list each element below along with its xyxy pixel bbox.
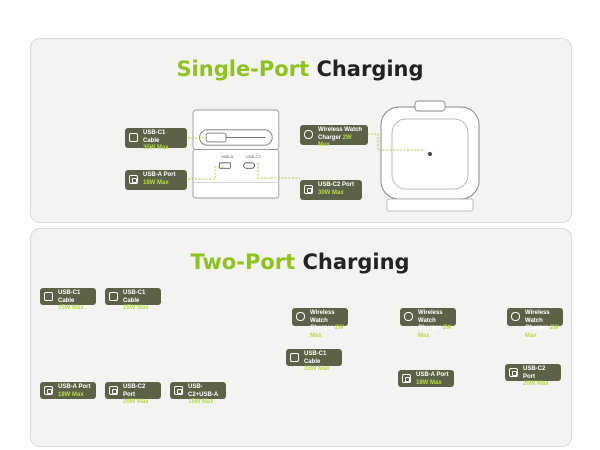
label-usb-c2-port: USB-C2 Port 30W Max — [300, 180, 362, 200]
label-usb-c2-port-3: USB-C2 Port 20W Max — [505, 364, 561, 387]
port-label-usba: USB-A — [221, 154, 234, 159]
single-port-title-dark: Charging — [316, 57, 424, 81]
single-cube — [192, 109, 280, 199]
two-port-title: Two-Port Charging — [0, 250, 600, 274]
usb-port-icon — [174, 385, 183, 395]
label-c1-cable-a: USB-C1 Cable 15W Max — [40, 288, 96, 311]
usb-port-icon — [109, 385, 118, 395]
usb-port-icon — [402, 373, 411, 383]
watch-icon — [404, 312, 413, 321]
usb-port-icon — [44, 385, 53, 395]
usb-port-icon — [304, 185, 313, 194]
single-port-title: Single-Port Charging — [0, 57, 600, 81]
label-usb-a-port-3: USB-A Port 18W Max — [398, 370, 454, 387]
label-watch-3: Wireless Watch Charger 2W Max — [507, 308, 563, 339]
usb-port-icon — [129, 175, 138, 184]
cable-icon — [290, 352, 299, 362]
cable-icon — [129, 133, 138, 142]
usb-port-icon — [509, 367, 518, 377]
watch-icon — [304, 130, 313, 139]
label-usb-c2-plus-a: USB-C2+USB-A 15W Max — [170, 382, 226, 405]
cable-icon — [44, 291, 53, 301]
label-watch-1: Wireless Watch Charger 2W Max — [292, 308, 348, 339]
label-c1-cable-b: USB-C1 Cable 15W Max — [105, 288, 161, 311]
label-usb-a-port-2: USB-A Port 18W Max — [40, 382, 96, 399]
label-wireless-watch: Wireless Watch Charger 2W Max — [300, 125, 368, 148]
watch-icon — [296, 312, 305, 321]
label-usb-c2-port-2: USB-C2 Port 20W Max — [105, 382, 161, 405]
label-usb-c1-cable: USB-C1 Cable 35W Max — [125, 128, 187, 151]
label-c1-cable-c: USB-C1 Cable 33W Max — [286, 349, 342, 372]
single-watch-pad — [380, 100, 480, 212]
label-usb-a-port: USB-A Port 18W Max — [125, 170, 187, 190]
two-port-panel — [30, 228, 572, 447]
single-port-title-green: Single-Port — [176, 57, 310, 81]
watch-icon — [511, 312, 520, 321]
two-port-title-green: Two-Port — [190, 250, 296, 274]
port-label-usbc2: USB-C2 — [246, 154, 261, 159]
cable-icon — [109, 291, 118, 301]
two-port-title-dark: Charging — [302, 250, 410, 274]
label-watch-2: Wireless Watch Charger 2W Max — [400, 308, 456, 339]
